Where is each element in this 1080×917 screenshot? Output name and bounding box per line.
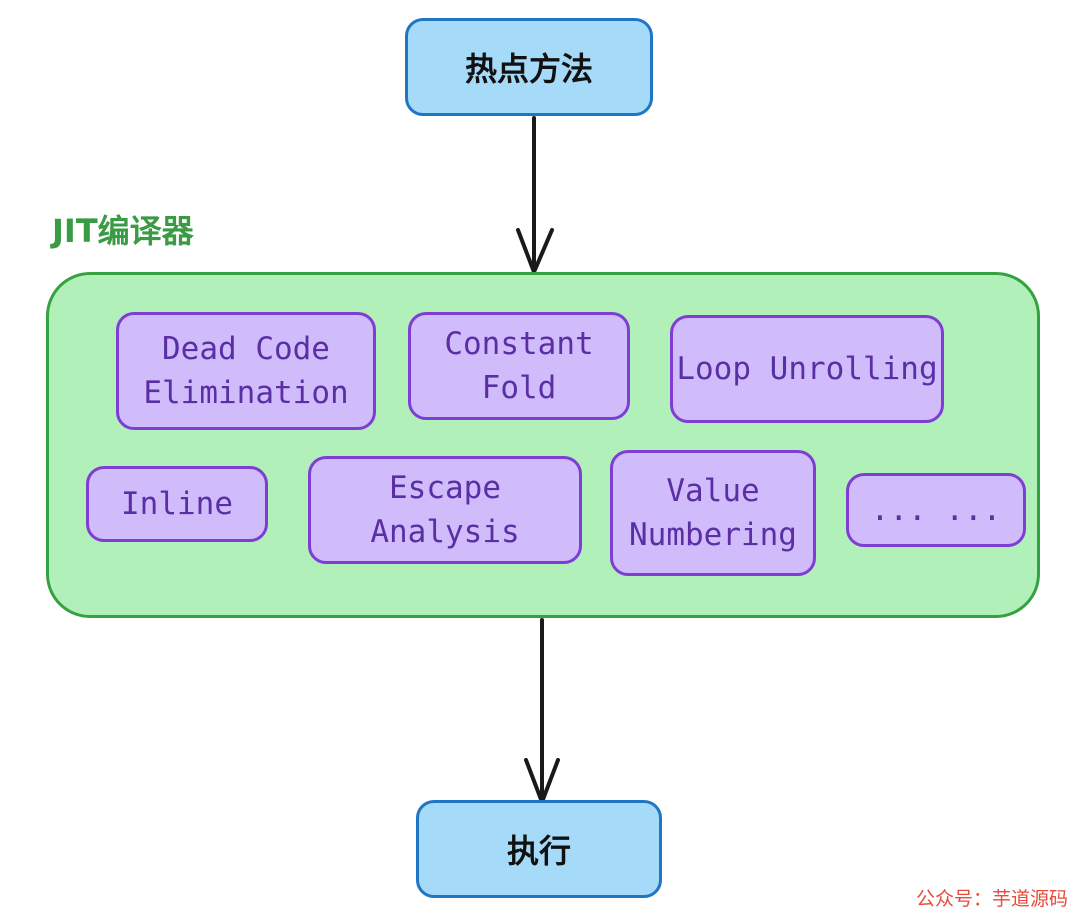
item-inline: Inline (86, 466, 268, 542)
item-dead-code-elimination: Dead Code Elimination (116, 312, 376, 430)
item-escape-analysis-label: Escape Analysis (370, 470, 520, 550)
item-more-ellipsis: ... ... (846, 473, 1026, 547)
group-label-jit-compiler: JIT编译器 (52, 212, 194, 250)
item-value-numbering: Value Numbering (610, 450, 816, 576)
node-hot-method-label: 热点方法 (464, 50, 593, 88)
watermark-text: 公众号：芋道源码 (915, 888, 1068, 910)
item-dead-code-elimination-label: Dead Code Elimination (143, 331, 349, 411)
item-loop-unrolling-label: Loop Unrolling (676, 351, 938, 387)
item-inline-label: Inline (121, 486, 233, 522)
node-hot-method: 热点方法 (405, 18, 653, 116)
item-more-ellipsis-label: ... ... (870, 492, 1002, 528)
item-value-numbering-label: Value Numbering (629, 473, 797, 553)
item-escape-analysis: Escape Analysis (308, 456, 582, 564)
node-execute-label: 执行 (506, 832, 571, 870)
item-constant-fold: Constant Fold (408, 312, 630, 420)
item-loop-unrolling: Loop Unrolling (670, 315, 944, 423)
node-execute: 执行 (416, 800, 662, 898)
item-constant-fold-label: Constant Fold (444, 326, 594, 406)
